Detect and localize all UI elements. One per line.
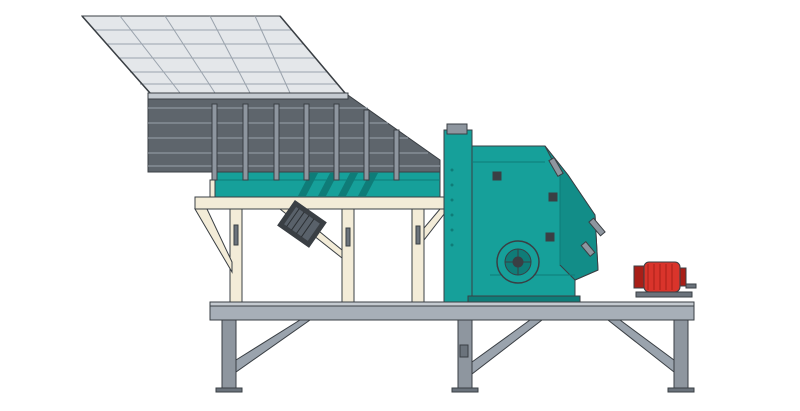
feeder-support-frame-icon (194, 179, 450, 303)
base-steel-frame-icon (209, 301, 695, 393)
feed-hopper-icon (80, 15, 441, 181)
vibrating-feeder-icon (214, 171, 441, 248)
impact-crusher-icon (443, 123, 606, 303)
drive-motor-icon (633, 261, 697, 298)
